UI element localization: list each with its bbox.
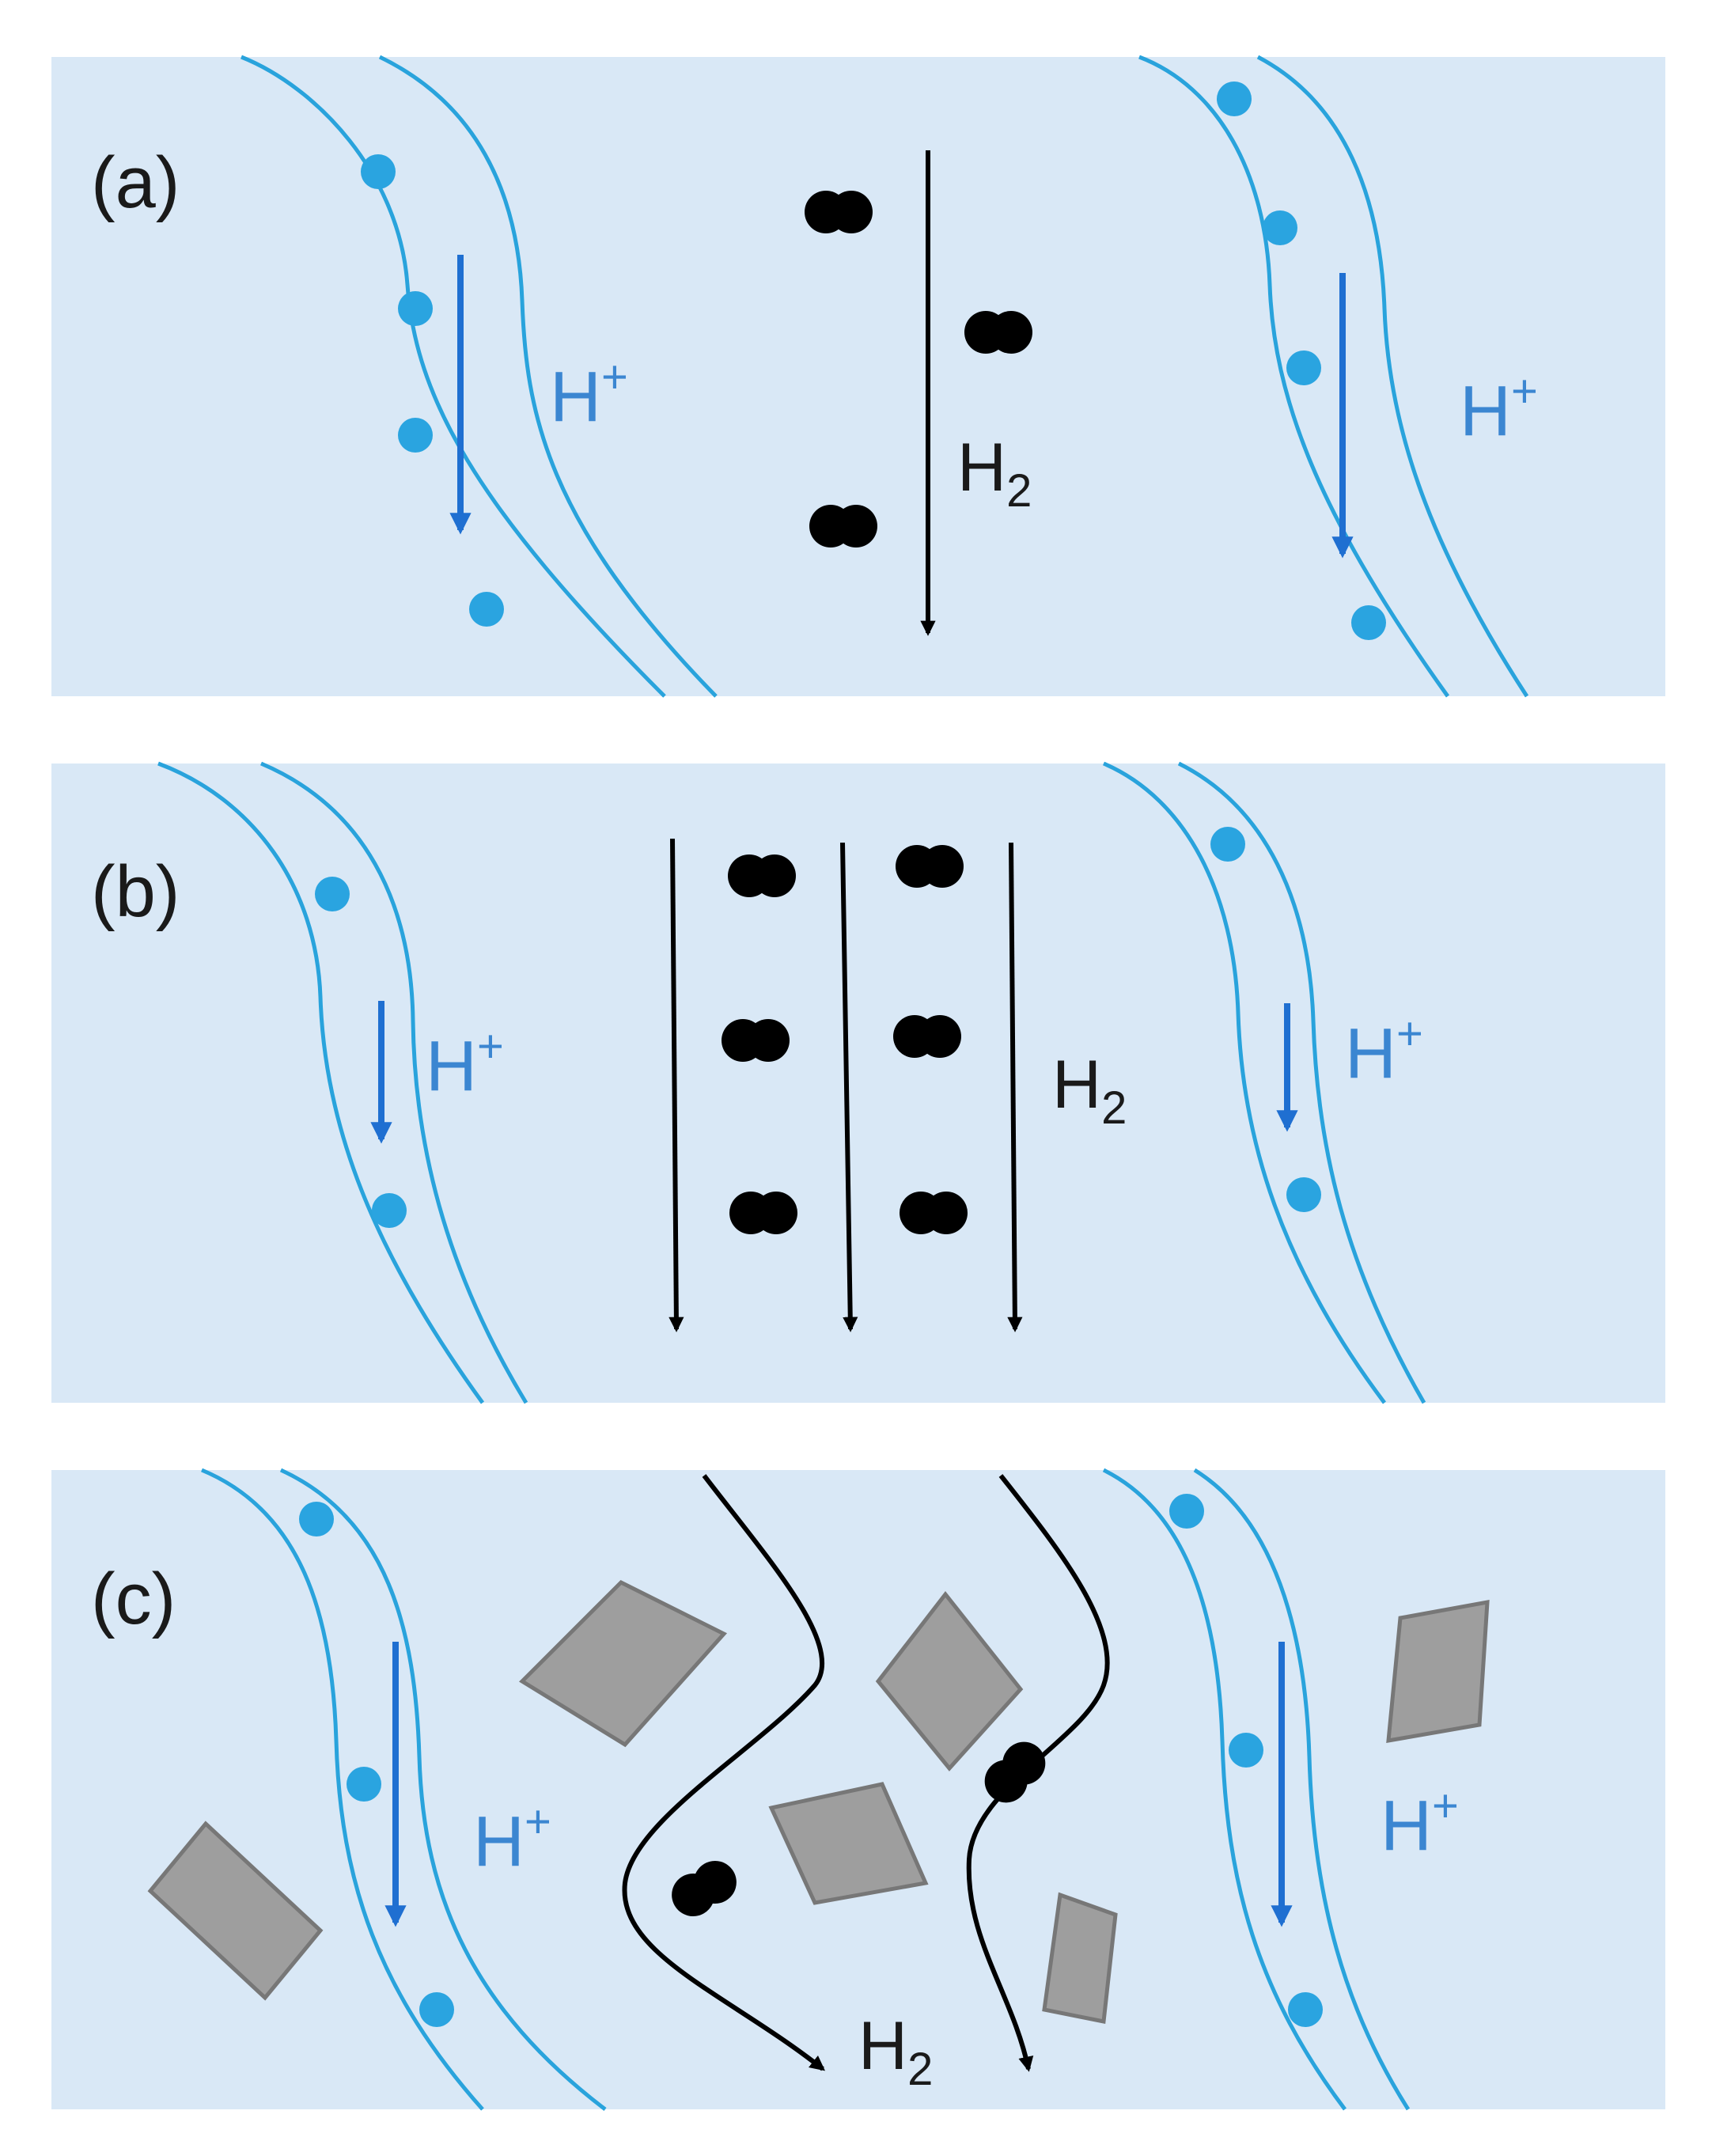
proton-label: H+	[1460, 366, 1538, 451]
panel-c-hydrogen-flow: H2	[622, 1474, 1110, 2095]
panel-a-background	[51, 57, 1665, 696]
proton-dot	[1286, 1177, 1321, 1212]
channel-wall	[260, 761, 528, 1404]
hydrogen-molecule	[900, 1192, 968, 1234]
channel-wall	[1193, 1468, 1411, 2111]
proton-label: H+	[473, 1796, 551, 1881]
proton-dot	[1229, 1733, 1263, 1768]
panel-b-left-proton-channel: H+	[157, 761, 528, 1404]
proton-label: H+	[1381, 1780, 1459, 1866]
hydrogen-molecule	[893, 1015, 961, 1058]
proton-dot	[347, 1767, 381, 1802]
hydrogen-molecule	[809, 505, 877, 548]
proton-dot	[469, 592, 504, 627]
hydrogen-molecule	[729, 1192, 797, 1234]
channel-wall	[1138, 55, 1450, 698]
hydrogen-molecule	[722, 1019, 790, 1062]
panel-c-particles	[147, 1579, 1490, 2024]
proton-label: H+	[1345, 1008, 1423, 1093]
proton-dot	[1351, 605, 1386, 640]
channel-wall	[201, 1468, 484, 2111]
channel-wall	[1102, 1468, 1346, 2111]
panel-b-right-proton-channel: H+	[1103, 761, 1426, 1404]
proton-dot	[1286, 350, 1321, 385]
proton-dot	[1217, 81, 1252, 116]
panel-a-right-proton-channel: H+	[1138, 55, 1538, 698]
panel-b-hydrogen-flow: H2	[669, 838, 1127, 1332]
hydrogen-flow-arrow	[840, 842, 858, 1332]
panel-c: (c) H+ H2	[51, 1468, 1665, 2111]
filler-particle	[1386, 1599, 1490, 1744]
proton-dot	[1210, 827, 1245, 862]
panel-a-hydrogen-flow: H2	[805, 150, 1032, 636]
panel-b: (b) H+ H2	[51, 761, 1665, 1404]
proton-dot	[419, 1992, 454, 2027]
filler-particle	[1042, 1892, 1118, 2024]
panel-a-left-proton-channel: H+	[241, 55, 718, 698]
filler-particle	[768, 1782, 929, 1905]
hydrogen-label: H2	[858, 2008, 933, 2095]
proton-label: H+	[426, 1021, 504, 1106]
proton-dot	[372, 1193, 407, 1228]
panel-a: (a) H+ H2 H+	[51, 55, 1665, 698]
channel-wall	[1103, 761, 1386, 1404]
hydrogen-molecule	[728, 854, 796, 897]
channel-wall	[1256, 55, 1529, 698]
panel-b-label: (b)	[91, 851, 180, 932]
hydrogen-molecule	[805, 191, 873, 233]
channel-wall	[378, 55, 718, 698]
proton-dot	[1263, 210, 1297, 245]
panel-c-left-proton-channel: H+	[201, 1468, 607, 2111]
hydrogen-molecule	[896, 845, 964, 888]
panel-b-background	[51, 764, 1665, 1403]
hydrogen-flow-arrow	[669, 838, 684, 1332]
proton-dot	[1169, 1494, 1204, 1529]
filler-particle	[147, 1821, 324, 2001]
channel-wall	[157, 761, 485, 1404]
channel-wall	[1177, 761, 1426, 1404]
proton-dot	[299, 1502, 334, 1536]
proton-dot	[398, 291, 433, 326]
filler-particle	[875, 1590, 1024, 1771]
panel-c-right-proton-channel: H+	[1102, 1468, 1459, 2111]
proton-dot	[398, 418, 433, 453]
hydrogen-flow-arrow	[622, 1474, 826, 2071]
proton-dot	[315, 877, 350, 911]
hydrogen-label: H2	[1052, 1047, 1127, 1134]
hydrogen-molecule	[964, 311, 1032, 354]
hydrogen-flow-arrow	[1007, 842, 1023, 1332]
panel-c-label: (c)	[91, 1559, 176, 1639]
filler-particle	[518, 1579, 728, 1748]
proton-label: H+	[550, 351, 628, 437]
proton-dot	[361, 154, 396, 189]
proton-dot	[1288, 1992, 1323, 2027]
panel-a-label: (a)	[91, 142, 180, 223]
hydrogen-label: H2	[957, 430, 1032, 517]
channel-wall	[279, 1468, 607, 2111]
